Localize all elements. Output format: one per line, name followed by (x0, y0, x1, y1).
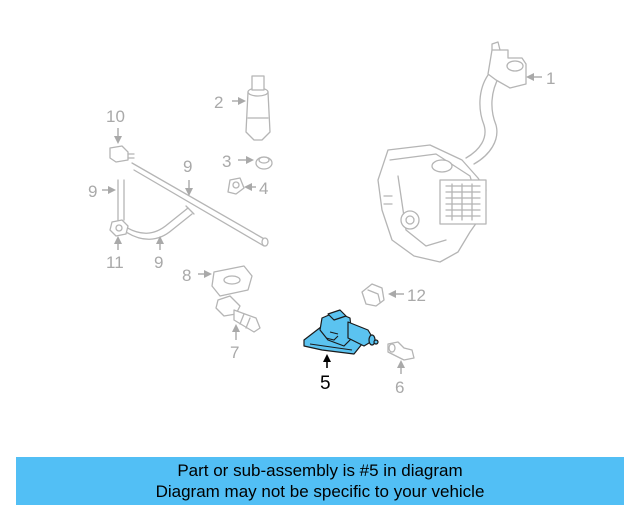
svg-text:8: 8 (182, 266, 191, 285)
svg-text:1: 1 (546, 69, 555, 88)
part-2-pump (245, 75, 271, 141)
part-9-hoses (117, 162, 269, 247)
svg-text:9: 9 (183, 157, 192, 176)
part-3-grommet (255, 156, 273, 170)
callout-3: 3 (222, 152, 254, 171)
callout-2: 2 (214, 93, 246, 112)
svg-text:11: 11 (106, 253, 124, 272)
callout-1: 1 (526, 69, 555, 88)
washer-reservoir (377, 144, 487, 263)
callout-9-left: 9 (88, 182, 116, 201)
svg-text:9: 9 (154, 253, 163, 272)
part-5-highlighted-pump[interactable] (303, 309, 379, 355)
callout-12: 12 (388, 286, 426, 305)
callout-10: 10 (106, 107, 125, 144)
callout-8: 8 (182, 266, 212, 285)
svg-text:6: 6 (395, 378, 404, 397)
callout-4: 4 (244, 179, 268, 198)
part-6-hose-elbow (387, 341, 415, 361)
part-12-clip (361, 283, 385, 307)
callout-6: 6 (395, 360, 405, 397)
callout-9-center: 9 (183, 157, 193, 196)
svg-text:7: 7 (230, 343, 239, 362)
callout-9-bottom: 9 (154, 236, 164, 272)
callout-5: 5 (320, 354, 331, 394)
part-10-check-valve (109, 145, 135, 163)
callout-7: 7 (230, 324, 240, 362)
parts-diagram: 1 2 3 4 (88, 41, 555, 397)
svg-text:5: 5 (320, 373, 331, 394)
svg-text:10: 10 (106, 107, 125, 126)
part-7-nozzle (215, 295, 261, 333)
part-8-nozzle-cover (211, 265, 253, 297)
part-4-connector (227, 177, 245, 195)
banner-line-2: Diagram may not be specific to your vehi… (155, 482, 485, 501)
svg-text:3: 3 (222, 152, 231, 171)
callout-11: 11 (106, 236, 124, 272)
banner-line-1: Part or sub-assembly is #5 in diagram (177, 461, 463, 480)
part-11-tee (109, 219, 129, 237)
svg-text:9: 9 (88, 182, 97, 201)
svg-text:12: 12 (407, 286, 426, 305)
svg-text:2: 2 (214, 93, 223, 112)
part-1-filler-neck (465, 41, 527, 165)
svg-text:4: 4 (259, 179, 268, 198)
info-banner: Part or sub-assembly is #5 in diagram Di… (16, 457, 624, 505)
